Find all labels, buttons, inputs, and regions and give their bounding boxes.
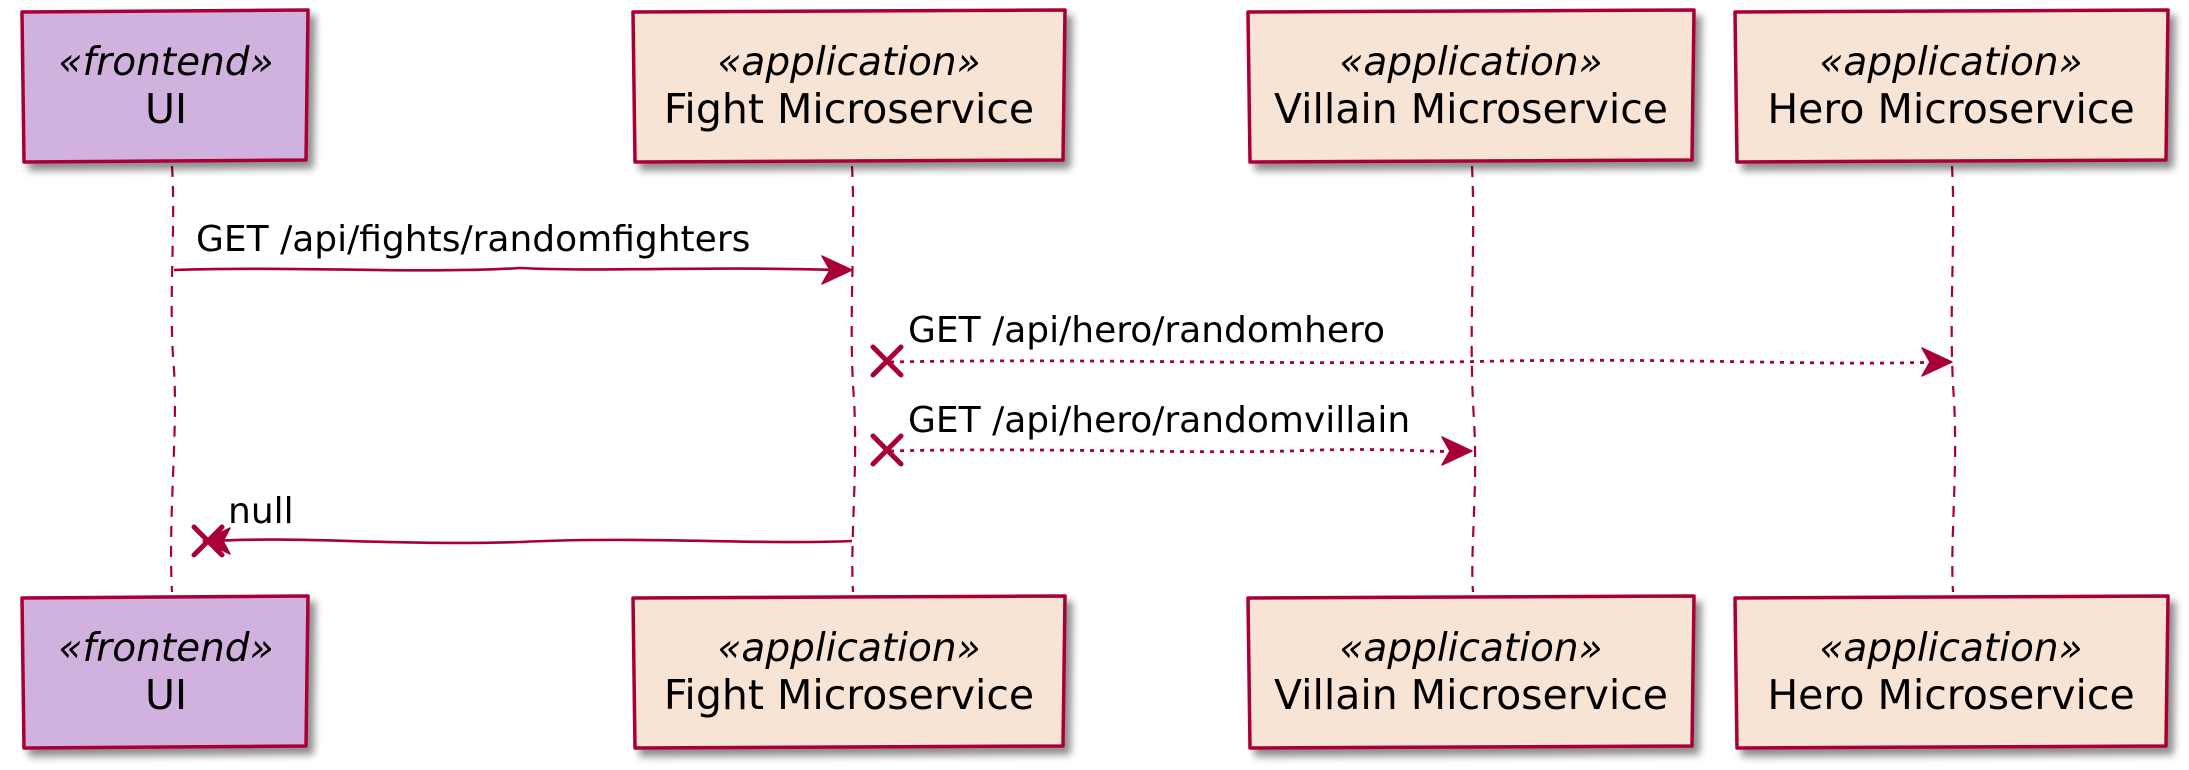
participant-fight-name: Fight Microservice [664, 85, 1034, 133]
message-null: null [191, 491, 853, 558]
participant-fight-stereotype: «application» [717, 40, 980, 85]
message-randomfighters-label: GET /api/fights/randomfighters [196, 219, 750, 260]
lifeline-hero [1950, 165, 1957, 593]
participant-ui-bottom: «frontend» UI [20, 594, 310, 750]
participant-villain-name: Villain Microservice [1274, 85, 1668, 133]
lost-message-x-icon [870, 433, 904, 467]
participant-fight-stereotype: «application» [717, 626, 980, 671]
participant-villain-top: «application» Villain Microservice [1246, 8, 1696, 164]
participant-ui-top: «frontend» UI [20, 8, 310, 164]
participant-hero-stereotype: «application» [1819, 40, 2082, 85]
participant-hero-name: Hero Microservice [1767, 85, 2134, 133]
participant-villain-name: Villain Microservice [1274, 671, 1668, 719]
participant-ui-stereotype: «frontend» [58, 40, 273, 85]
participant-ui-name: UI [145, 671, 187, 719]
message-randomvillain: GET /api/hero/randomvillain [870, 400, 1473, 467]
participant-hero-bottom: «application» Hero Microservice [1733, 594, 2170, 750]
message-randomhero: GET /api/hero/randomhero [870, 310, 1953, 378]
message-randomvillain-label: GET /api/hero/randomvillain [908, 400, 1410, 441]
lost-message-x-icon [191, 524, 225, 558]
lost-message-x-icon [870, 344, 904, 378]
participant-villain-bottom: «application» Villain Microservice [1246, 594, 1696, 750]
message-null-label: null [228, 491, 294, 532]
participant-hero-top: «application» Hero Microservice [1733, 8, 2170, 164]
participant-villain-stereotype: «application» [1339, 40, 1602, 85]
participant-fight-name: Fight Microservice [664, 671, 1034, 719]
participant-ui-name: UI [145, 85, 187, 133]
participant-hero-stereotype: «application» [1819, 626, 2082, 671]
message-randomfighters: GET /api/fights/randomfighters [173, 219, 853, 285]
participant-ui-stereotype: «frontend» [58, 626, 273, 671]
participant-fight-bottom: «application» Fight Microservice [631, 594, 1067, 750]
lifeline-ui [169, 165, 177, 593]
participant-fight-top: «application» Fight Microservice [631, 8, 1067, 164]
lifeline-fight [850, 165, 857, 593]
lifeline-villain [1470, 165, 1477, 593]
message-randomhero-label: GET /api/hero/randomhero [908, 310, 1385, 351]
participant-hero-name: Hero Microservice [1767, 671, 2134, 719]
participant-villain-stereotype: «application» [1339, 626, 1602, 671]
